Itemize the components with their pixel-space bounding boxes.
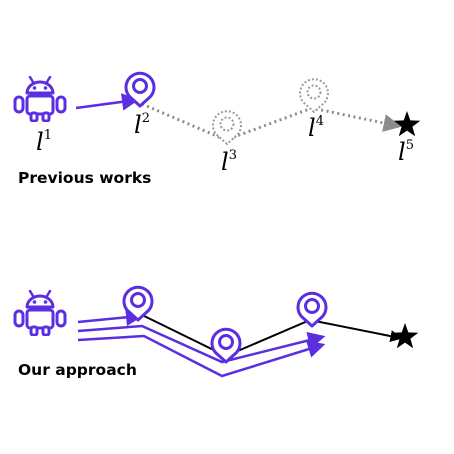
- our-approach-caption: Our approach: [18, 361, 137, 379]
- landmark-label-l4: l4: [308, 114, 324, 142]
- map-pin-icon: [212, 110, 242, 145]
- landmark-label-l1: l1: [36, 128, 52, 156]
- map-pin-icon: [296, 291, 328, 328]
- our-approach-panel: Our approach: [13, 285, 419, 379]
- robot-to-l2-arrow: [75, 93, 140, 111]
- landmark-label-l5: l5: [398, 138, 414, 166]
- previous-works-caption: Previous works: [18, 169, 151, 187]
- approach-arrow-1: [77, 308, 144, 327]
- star-icon: [391, 323, 419, 349]
- android-robot-icon: [13, 76, 67, 122]
- map-pin-icon: [210, 327, 242, 364]
- previous-works-panel: l1 l2 l3 l4 l5 Previous works: [13, 71, 421, 187]
- android-robot-icon: [13, 290, 67, 336]
- landmark-label-l3: l3: [221, 148, 237, 176]
- map-pin-icon: [299, 78, 329, 113]
- previous-dotted-path: [141, 102, 402, 142]
- star-icon: [393, 111, 421, 137]
- map-pin-icon: [122, 285, 154, 322]
- landmark-label-l2: l2: [134, 111, 150, 139]
- approach-main-path: [137, 312, 403, 358]
- approach-arrow-2: [77, 324, 326, 364]
- approach-arrow-3: [77, 334, 326, 378]
